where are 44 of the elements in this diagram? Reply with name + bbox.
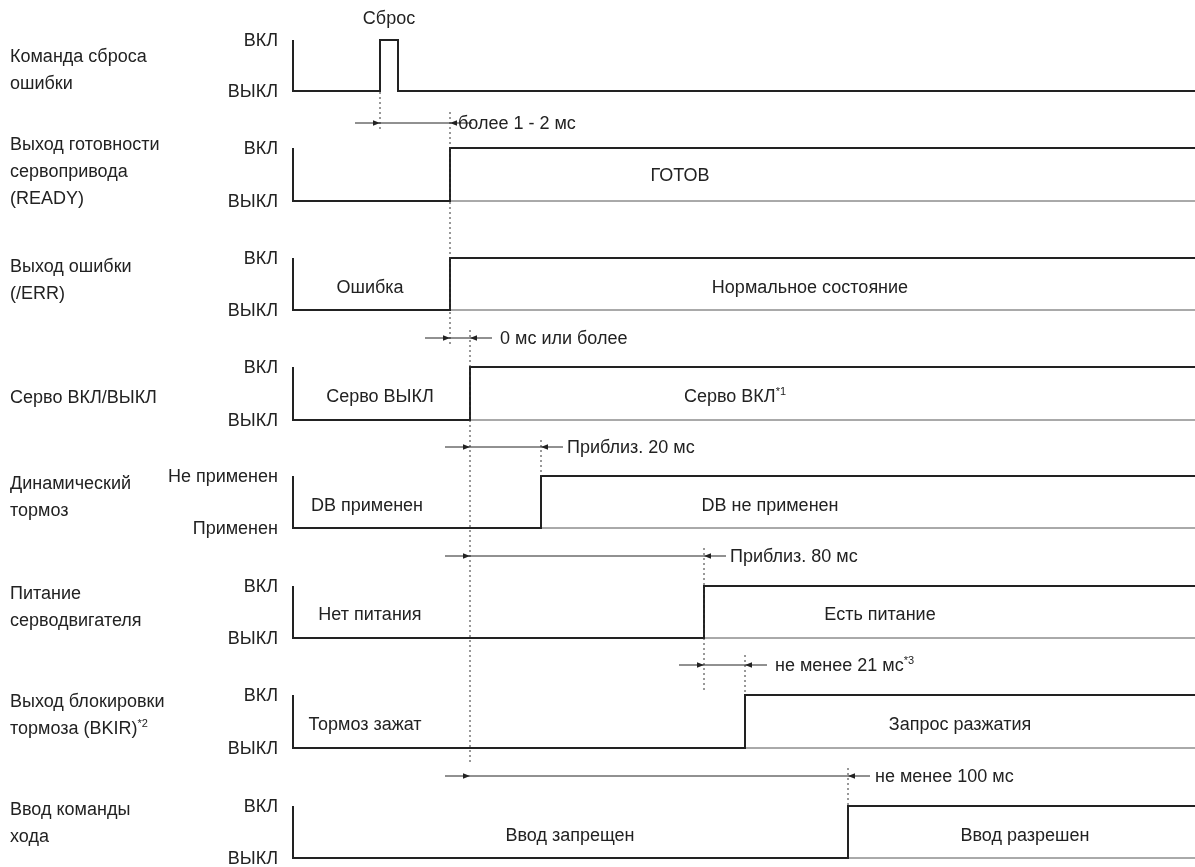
state-label: Ввод запрещен: [505, 824, 635, 846]
state-label: Серво ВЫКЛ: [326, 385, 434, 407]
state-label: DB применен: [310, 494, 424, 516]
signal-name: Выход готовности сервопривода (READY): [10, 133, 161, 210]
state-label: Ввод разрешен: [960, 824, 1090, 846]
level-label: ВКЛ: [243, 137, 278, 159]
level-label: ВЫКЛ: [227, 737, 278, 759]
signal-name: Выход блокировки тормоза (BKIR)$^{*2}$: [10, 690, 166, 740]
level-label: ВКЛ: [243, 356, 278, 378]
level-label: ВКЛ: [243, 795, 278, 817]
timing-label: 0 мс или более: [500, 327, 628, 349]
state-label: Нормальное состояние: [711, 276, 909, 298]
level-label: ВЫКЛ: [227, 190, 278, 212]
state-label: Запрос разжатия: [888, 713, 1032, 735]
timing-label: Приблиз. 20 мс: [567, 436, 695, 458]
signal-name: Серво ВКЛ/ВЫКЛ: [10, 386, 158, 409]
signal-name: Выход ошибки (/ERR): [10, 255, 133, 305]
level-label: ВКЛ: [243, 684, 278, 706]
level-label: ВЫКЛ: [227, 847, 278, 867]
level-label: ВЫКЛ: [227, 299, 278, 321]
level-label: ВКЛ: [243, 575, 278, 597]
level-label: Не применен: [167, 465, 278, 487]
state-label: Есть питание: [824, 603, 936, 625]
state-label: Серво ВКЛ$^{*1}$: [683, 385, 787, 407]
pulse-label: Сброс: [362, 7, 416, 29]
timing-label: не менее 21 мс$^{*3}$: [775, 654, 915, 676]
level-label: ВКЛ: [243, 29, 278, 51]
state-label: DB не применен: [701, 494, 839, 516]
state-label: Тормоз зажат: [308, 713, 422, 735]
state-label: Нет питания: [318, 603, 422, 625]
signal-name: Питание серводвигателя: [10, 582, 143, 632]
state-label: ГОТОВ: [650, 164, 710, 186]
timing-label: более 1 - 2 мс: [458, 112, 576, 134]
level-label: Применен: [192, 517, 278, 539]
signal-name: Команда сброса ошибки: [10, 45, 148, 95]
level-label: ВЫКЛ: [227, 80, 278, 102]
level-label: ВЫКЛ: [227, 627, 278, 649]
state-label: Ошибка: [336, 276, 404, 298]
level-label: ВКЛ: [243, 247, 278, 269]
signal-name: Динамический тормоз: [10, 472, 132, 522]
timing-label: не менее 100 мс: [875, 765, 1014, 787]
timing-label: Приблиз. 80 мс: [730, 545, 858, 567]
level-label: ВЫКЛ: [227, 409, 278, 431]
signal-name: Ввод команды хода: [10, 798, 132, 848]
